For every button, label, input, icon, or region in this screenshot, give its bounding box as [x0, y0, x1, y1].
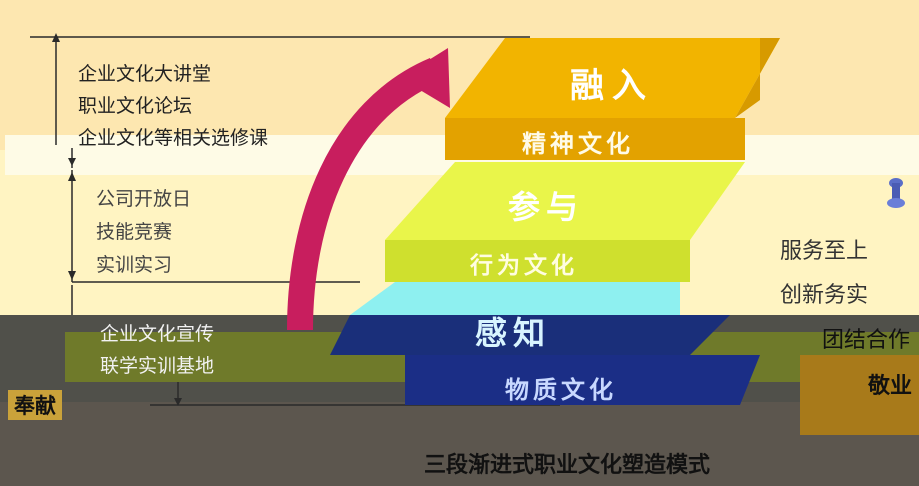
progress-arrow [287, 58, 441, 331]
middle-block [385, 162, 745, 282]
value-right-mid: 团结合作 [822, 328, 911, 353]
stage-sub-top: 精神文化 [522, 130, 634, 158]
stage-title-middle: 参与 [508, 188, 585, 226]
stage-sub-middle: 行为文化 [470, 253, 578, 279]
value-left-low: 奉献 [8, 390, 62, 420]
stage-title-top: 融入 [570, 66, 654, 106]
stage-items-middle: 公司开放日 技能竞赛 实训实习 [96, 183, 191, 282]
bg-band-grey [0, 402, 919, 486]
stage-items-bottom: 企业文化宣传 联学实训基地 [100, 318, 214, 382]
stage-item-middle-3: 实训实习 [96, 254, 173, 276]
top-block [445, 38, 780, 160]
stage-item-bottom-2: 联学实训基地 [100, 355, 215, 377]
stage-title-bottom: 感知 [475, 314, 552, 352]
bracket-arrowheads [52, 33, 182, 406]
stage-items-top: 企业文化大讲堂 职业文化论坛 企业文化等相关选修课 [78, 58, 268, 154]
value-right-2: 创新务实 [780, 283, 869, 308]
stage-item-bottom-1: 企业文化宣传 [100, 323, 215, 345]
diagram-caption: 三段渐进式职业文化塑造模式 [424, 452, 711, 478]
bg-band-grey-right [800, 355, 919, 435]
progress-arrow-head [400, 48, 450, 108]
value-list-right: 服务至上 创新务实 [780, 230, 868, 318]
stage-item-top-3: 企业文化等相关选修课 [78, 127, 269, 149]
stage-item-top-2: 职业文化论坛 [78, 95, 193, 117]
stage-item-top-1: 企业文化大讲堂 [78, 63, 212, 85]
value-right-low: 敬业 [868, 374, 913, 399]
pushpin-icon [887, 178, 905, 208]
stage-item-middle-1: 公司开放日 [96, 188, 192, 210]
value-right-1: 服务至上 [780, 239, 869, 264]
stage-sub-bottom: 物质文化 [505, 376, 617, 404]
bottom-block [330, 282, 760, 405]
stage-item-middle-2: 技能竞赛 [96, 221, 173, 243]
